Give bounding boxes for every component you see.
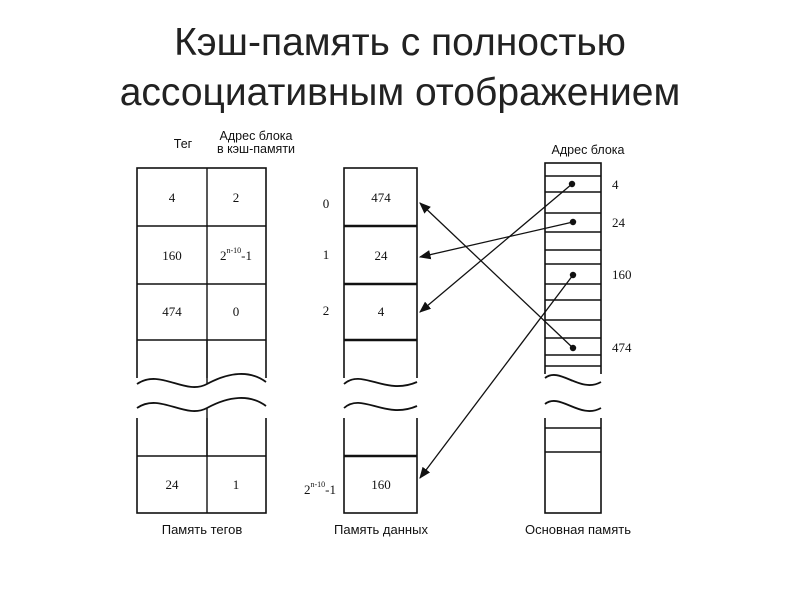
block-label: 4 (612, 177, 619, 192)
tag-cell: 474 (162, 304, 182, 319)
mapping-arrows (418, 183, 574, 479)
tag-row-1: 4 2 (169, 190, 240, 205)
data-row-index-last: 2n-10-1 (304, 480, 336, 497)
arrow-474-to-slot-0 (419, 202, 574, 349)
data-cell: 4 (378, 304, 385, 319)
tag-header: Тег (174, 137, 193, 151)
data-cell: 24 (375, 248, 389, 263)
index-exponent: n-10 (310, 480, 325, 489)
addr-exponent: n-10 (226, 246, 241, 255)
arrow-4-to-slot-2 (419, 183, 573, 313)
data-memory-caption: Память данных (334, 522, 428, 537)
addr-base: 2 (220, 248, 227, 263)
addr-cell-formula: 2n-10-1 (220, 246, 252, 263)
tag-cell: 4 (169, 190, 176, 205)
main-memory: Адрес блока 4 24 160 474 Основная память (525, 143, 632, 537)
slide-title: Кэш-память с полностью ассоциативным ото… (0, 18, 800, 118)
addr-tail: -1 (241, 248, 252, 263)
break-wave-bottom (544, 400, 602, 412)
main-memory-header: Адрес блока (552, 143, 625, 157)
addr-cell: 1 (233, 477, 240, 492)
index-tail: -1 (325, 482, 336, 497)
title-line-2: ассоциативным отображением (119, 71, 681, 114)
tag-memory: Тег Адрес блока в кэш-памяти 4 2 160 2n-… (133, 129, 295, 537)
break-wave-top (343, 378, 418, 387)
data-cell: 474 (371, 190, 391, 205)
tag-row-3: 474 0 (162, 304, 239, 319)
block-label: 24 (612, 215, 626, 230)
arrow-24-to-slot-1 (418, 221, 574, 260)
block-label: 474 (612, 340, 632, 355)
title-line-1: Кэш-память с полностью (174, 21, 626, 64)
break-wave-top (544, 374, 602, 386)
data-row-index: 1 (323, 247, 330, 262)
addr-header-line1: Адрес блока (220, 129, 293, 143)
addr-cell: 0 (233, 304, 240, 319)
tag-memory-caption: Память тегов (162, 522, 243, 537)
data-cell: 160 (371, 477, 391, 492)
data-row-index: 2 (323, 303, 330, 318)
block-label: 160 (612, 267, 632, 282)
tag-cell: 24 (166, 477, 180, 492)
tag-row-last: 24 1 (166, 477, 240, 492)
addr-cell: 2 (233, 190, 240, 205)
addr-header-line2: в кэш-памяти (217, 142, 295, 156)
arrow-160-to-slot-last (419, 274, 574, 479)
break-wave-top (136, 373, 267, 388)
data-row-index: 0 (323, 196, 330, 211)
tag-row-2: 160 2n-10-1 (162, 246, 252, 263)
index-base: 2 (304, 482, 311, 497)
break-wave-bottom (343, 402, 418, 411)
main-memory-caption: Основная память (525, 522, 631, 537)
data-memory: 0 1 2 2n-10-1 474 24 4 160 Память данных (304, 167, 428, 537)
tag-cell: 160 (162, 248, 182, 263)
